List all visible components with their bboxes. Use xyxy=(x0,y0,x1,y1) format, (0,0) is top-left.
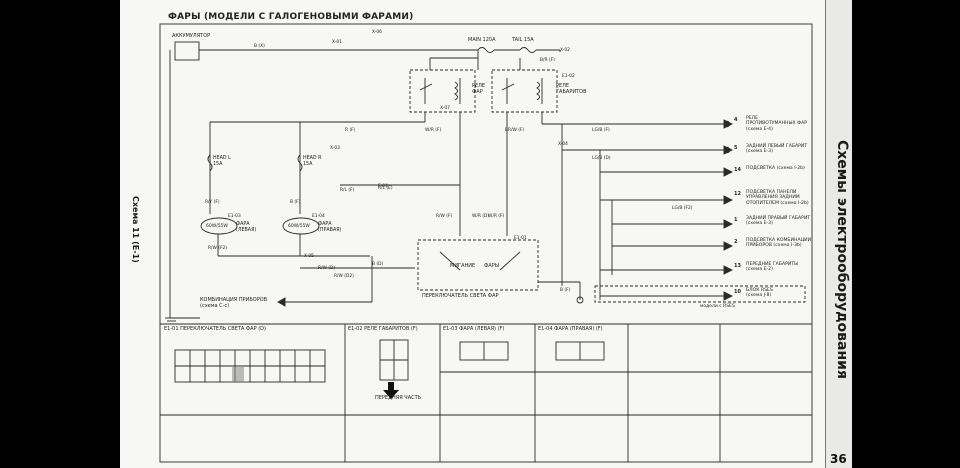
wire-color-label: LG/B (F2) xyxy=(672,206,693,211)
wire-color-label: R/L (E) xyxy=(378,186,393,191)
head-l-fuse-label: HEAD L 15A xyxy=(213,156,231,167)
connector-id: E1-04 xyxy=(312,214,325,219)
load-label: ПОДСВЕТКА ПАНЕЛИ УПРАВЛЕНИЯ ЗАДНИМ ОТОПИ… xyxy=(746,190,809,206)
connector-table-frame xyxy=(159,323,813,463)
wire-color-label: W/R (F) xyxy=(488,214,505,219)
wire-color-label: LG/B (F) xyxy=(592,128,610,133)
connector-id: X-01 xyxy=(332,40,342,45)
connector-id: X-07 xyxy=(440,106,450,111)
wire-color-label: B (D) xyxy=(372,262,384,267)
load-label: ЗАДНИЙ ЛЕВЫЙ ГАБАРИТ (схема Е-3) xyxy=(746,144,808,155)
right-headlight-lamp xyxy=(282,217,320,235)
light-switch-box xyxy=(417,239,539,291)
load-number: 5 xyxy=(734,145,738,151)
left-lamp-rating: 60W/55W xyxy=(206,224,228,229)
connector-id: X-06 xyxy=(372,30,382,35)
wire-color-label: B (F) xyxy=(560,288,571,293)
switch-headlights-label: ФАРЫ xyxy=(484,263,500,269)
main-fuse xyxy=(477,47,495,53)
parking-relay-box xyxy=(491,69,558,113)
left-headlight-lamp xyxy=(200,217,238,235)
load-label: ПОДСВЕТКА КОМБИНАЦИИ ПРИБОРОВ (схема I-3… xyxy=(746,238,812,249)
right-lamp-rating: 60W/55W xyxy=(288,224,310,229)
wire-color-label: R/W (F) xyxy=(436,214,453,219)
diagram-page xyxy=(120,0,825,468)
connector-e1-04-title: E1-04 ФАРА (ПРАВАЯ) (F) xyxy=(538,326,603,332)
wire-color-label: B (F) xyxy=(290,200,301,205)
right-lamp-label: ФАРА (ПРАВАЯ) xyxy=(318,222,342,233)
connector-id: E1-02 xyxy=(562,74,575,79)
load-marker-icon xyxy=(723,146,731,154)
connector-id: E1-01 xyxy=(514,236,527,241)
switch-flash-label: МИГАНИЕ xyxy=(450,263,476,269)
front-note: ПЕРЕДНЯЯ ЧАСТЬ xyxy=(375,395,422,401)
connector-e1-01-title: E1-01 ПЕРЕКЛЮЧАТЕЛЬ СВЕТА ФАР (D) xyxy=(164,326,266,332)
wire-color-label: W/R (D) xyxy=(472,214,490,219)
headlight-relay-box xyxy=(409,69,476,113)
wire-color-label: R/W (D) xyxy=(318,266,336,271)
wire-color-label: B/R (F) xyxy=(540,58,555,63)
headlight-relay-label: РЕЛЕ ФАР xyxy=(472,83,486,95)
load-number: 4 xyxy=(734,117,738,123)
wire-color-label: BR/W (F) xyxy=(505,128,525,133)
connector-id: X-05 xyxy=(304,254,314,259)
diagram-title: ФАРЫ (МОДЕЛИ С ГАЛОГЕНОВЫМИ ФАРАМИ) xyxy=(168,12,414,22)
load-label: БЛОК RSES (схема J-8) xyxy=(746,288,773,299)
battery-symbol xyxy=(174,41,200,61)
load-label: ПОДСВЕТКА (схема I-2b) xyxy=(746,166,805,171)
cluster-label: КОМБИНАЦИЯ ПРИБОРОВ (схема С-с) xyxy=(200,297,268,309)
rses-note: модели с RSES xyxy=(700,304,735,309)
tail-fuse xyxy=(519,47,537,53)
wire-color-label: LG/B (D) xyxy=(592,156,611,161)
load-number: 14 xyxy=(734,167,741,173)
load-label: ПЕРЕДНИЕ ГАБАРИТЫ (схема Е-2) xyxy=(746,262,799,273)
tail-fuse-label: TAIL 15A xyxy=(512,37,534,43)
load-number: 10 xyxy=(734,289,741,295)
wire-color-label: W/R (F) xyxy=(425,128,442,133)
wire-color-label: B (X) xyxy=(254,44,265,49)
load-label: ЗАДНИЙ ПРАВЫЙ ГАБАРИТ (схема Е-3) xyxy=(746,216,811,227)
wire-color-label: R/Y (F) xyxy=(205,200,220,205)
parking-relay-label: РЕЛЕ ГАБАРИТОВ xyxy=(556,83,587,95)
load-number: 2 xyxy=(734,239,738,245)
wire-color-label: R/W (F2) xyxy=(208,246,228,251)
main-fuse-label: MAIN 120A xyxy=(468,37,496,43)
left-lamp-label: ФАРА (ЛЕВАЯ) xyxy=(236,222,257,233)
load-number: 13 xyxy=(734,263,741,269)
connector-id: X-02 xyxy=(560,48,570,53)
head-r-fuse-label: HEAD R 15A xyxy=(303,156,322,167)
page-number: 36 xyxy=(830,452,847,466)
connector-e1-03-title: E1-03 ФАРА (ЛЕВАЯ) (F) xyxy=(443,326,505,332)
schematic-frame xyxy=(159,23,813,325)
front-arrow-icon xyxy=(383,382,399,399)
connector-id: E1-03 xyxy=(228,214,241,219)
book-spine xyxy=(825,0,852,468)
load-label: РЕЛЕ ПРОТИВОТУМАННЫХ ФАР (схема Е-4) xyxy=(746,116,807,132)
switch-label: ПЕРЕКЛЮЧАТЕЛЬ СВЕТА ФАР xyxy=(422,293,499,299)
battery-label: АККУМУЛЯТОР xyxy=(172,33,211,39)
load-number: 12 xyxy=(734,191,741,197)
load-number: 1 xyxy=(734,217,738,223)
connector-e1-02-title: E1-02 РЕЛЕ ГАБАРИТОВ (F) xyxy=(348,326,418,332)
wire-color-label: R/L (F) xyxy=(340,188,355,193)
connector-id: X-04 xyxy=(558,142,568,147)
wire-color-label: R (F) xyxy=(345,128,356,133)
connector-id: E-04 xyxy=(378,184,388,189)
wire-color-label: R/W (D2) xyxy=(334,274,354,279)
load-marker-icon xyxy=(723,120,731,128)
connector-id: X-03 xyxy=(330,146,340,151)
